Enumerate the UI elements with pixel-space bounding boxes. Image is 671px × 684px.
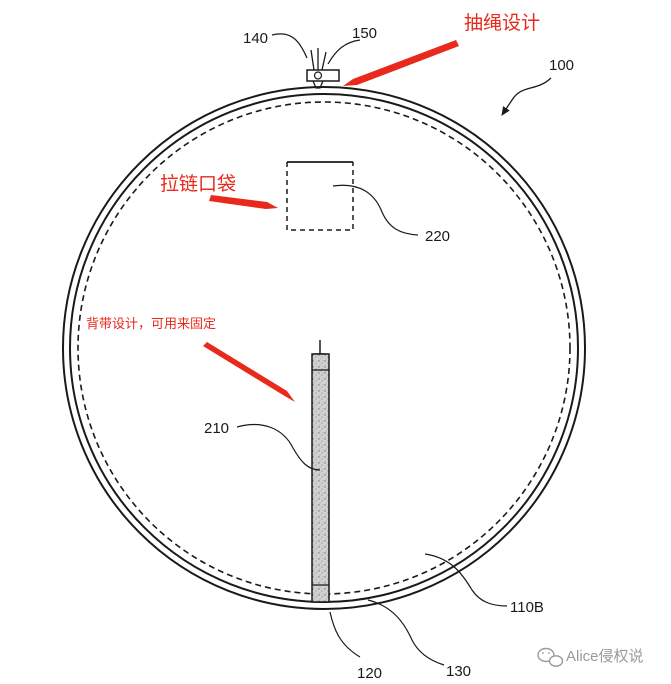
drawstring-arrow <box>343 40 459 86</box>
ref-label-150: 150 <box>352 25 377 42</box>
zipper-pocket <box>286 161 354 231</box>
ref-label-100: 100 <box>549 57 574 74</box>
leader-lines <box>236 33 552 666</box>
ref-label-210: 210 <box>204 420 229 437</box>
drawstring-toggle <box>306 48 340 89</box>
strap-annotation: 背带设计，可用来固定 <box>86 317 216 332</box>
ref-label-220: 220 <box>425 228 450 245</box>
ref-label-120: 120 <box>357 665 382 682</box>
drawstring-annotation: 抽绳设计 <box>464 12 540 34</box>
watermark: Alice侵权说 <box>537 647 644 667</box>
ref-label-110b: 110B <box>510 599 544 616</box>
watermark-text: Alice侵权说 <box>566 648 644 665</box>
pocket-arrow <box>209 195 278 209</box>
strap <box>311 340 330 603</box>
ref-label-140: 140 <box>243 30 268 47</box>
strap-arrow <box>203 342 295 402</box>
dashed-stitch-ring <box>77 101 571 595</box>
outer-ring <box>62 86 586 610</box>
wechat-icon <box>537 647 564 667</box>
zipper-pocket-annotation: 拉链口袋 <box>160 173 236 195</box>
ref-label-130: 130 <box>446 663 471 680</box>
